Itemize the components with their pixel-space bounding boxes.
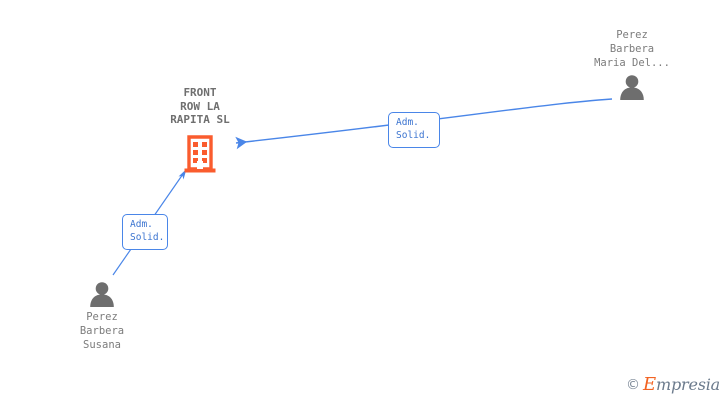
- person-name-label: Perez Barbera Maria Del...: [594, 29, 670, 69]
- brand-name: Empresia: [643, 376, 720, 394]
- company-icon-wrap: [148, 134, 252, 174]
- relation-label-adm-solid-top[interactable]: Adm. Solid.: [388, 112, 440, 148]
- person-icon-wrap: [42, 281, 162, 307]
- person-name-label: Perez Barbera Susana: [79, 311, 125, 351]
- company-name-label: FRONT ROW LA RAPITA SL: [170, 86, 230, 126]
- watermark: © Empresia: [626, 376, 720, 394]
- person-icon: [90, 282, 114, 307]
- brand-initial: E: [643, 374, 656, 395]
- person-icon: [620, 75, 644, 100]
- brand-rest: mpresia: [656, 375, 720, 394]
- relation-label-adm-solid-bottom[interactable]: Adm. Solid.: [122, 214, 168, 250]
- company-node[interactable]: FRONT ROW LA RAPITA SL: [148, 86, 252, 174]
- copyright-icon: ©: [626, 377, 641, 393]
- person-node-bottom-left[interactable]: Perez Barbera Susana: [42, 281, 162, 352]
- person-icon-wrap: [572, 74, 692, 100]
- person-node-top-right[interactable]: Perez Barbera Maria Del...: [572, 28, 692, 100]
- building-icon: [184, 134, 216, 172]
